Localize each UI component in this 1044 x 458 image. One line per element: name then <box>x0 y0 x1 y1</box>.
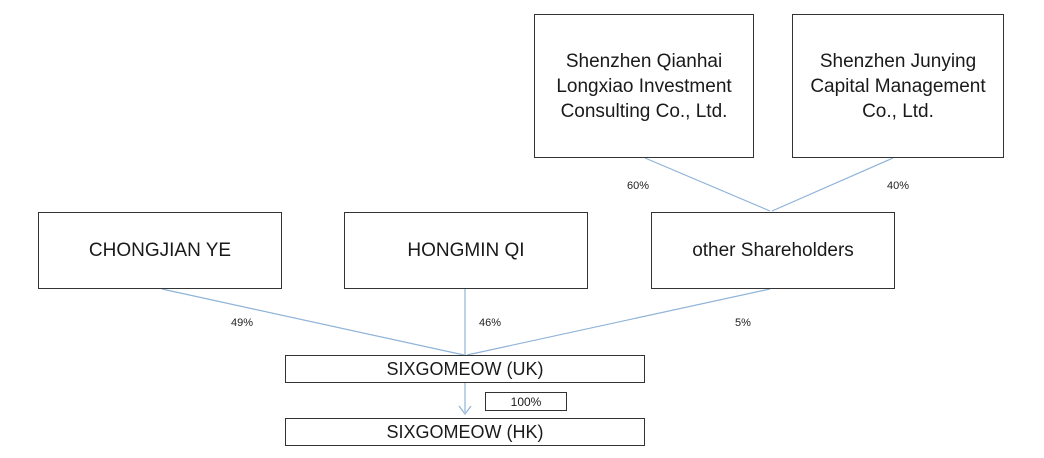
arrowhead-uk-hk <box>458 405 472 415</box>
pct-junying: 40% <box>887 180 910 192</box>
connector-other-uk <box>466 288 771 356</box>
entity-sixgomeow-hk-label: SIXGOMEOW (HK) <box>386 422 544 442</box>
pct-other: 5% <box>735 317 751 329</box>
pct-chongjian: 49% <box>231 317 254 329</box>
entity-chongjian: CHONGJIAN YE <box>38 212 282 289</box>
entity-sixgomeow-hk: SIXGOMEOW (HK) <box>285 418 645 446</box>
entity-junying-label: Shenzhen Junying Capital Management Co.,… <box>810 50 986 122</box>
entity-sixgomeow-uk-label: SIXGOMEOW (UK) <box>386 359 544 379</box>
entity-other-shareholders: other Shareholders <box>651 212 895 289</box>
connector-chongjian-uk <box>161 288 465 356</box>
entity-junying: Shenzhen Junying Capital Management Co.,… <box>792 14 1004 158</box>
entity-qianhai: Shenzhen Qianhai Longxiao Investment Con… <box>534 14 754 158</box>
pct-uk-hk: 100% <box>485 392 567 411</box>
pct-qianhai: 60% <box>627 180 650 192</box>
connector-junying-other <box>771 157 894 212</box>
connector-qianhai-other <box>644 157 771 212</box>
entity-hongmin: HONGMIN QI <box>344 212 588 289</box>
entity-chongjian-label: CHONGJIAN YE <box>88 240 232 261</box>
entity-hongmin-label: HONGMIN QI <box>407 240 525 261</box>
pct-uk-hk-label: 100% <box>510 394 542 409</box>
entity-sixgomeow-uk: SIXGOMEOW (UK) <box>285 355 645 383</box>
entity-other-shareholders-label: other Shareholders <box>692 240 854 261</box>
pct-hongmin: 46% <box>479 317 502 329</box>
entity-qianhai-label: Shenzhen Qianhai Longxiao Investment Con… <box>556 50 732 122</box>
